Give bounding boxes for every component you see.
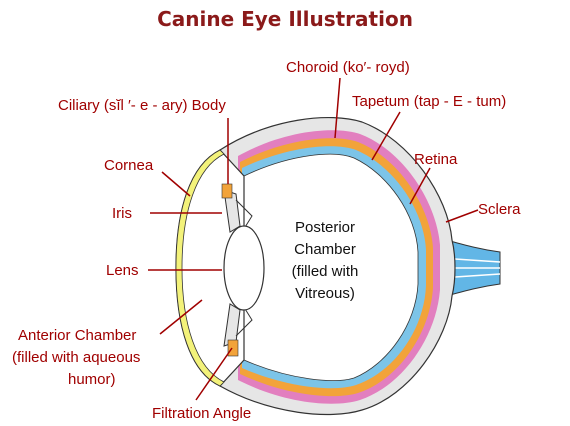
leader-cornea <box>162 172 190 196</box>
label-sclera: Sclera <box>478 201 521 218</box>
label-anterior-chamber-2: (filled with aqueous <box>12 349 140 366</box>
label-iris: Iris <box>112 205 132 222</box>
label-tapetum: Tapetum (tap - E - tum) <box>352 93 506 110</box>
label-ciliary-body: Ciliary (sĭl ′- e - ary) Body <box>58 97 226 114</box>
label-anterior-chamber-3: humor) <box>68 371 116 388</box>
label-cornea: Cornea <box>104 157 154 174</box>
label-retina: Retina <box>414 151 458 168</box>
label-filtration-angle: Filtration Angle <box>152 405 251 422</box>
filtration-angle-patch <box>228 340 238 356</box>
posterior-chamber-line3: (filled with <box>292 263 359 280</box>
posterior-chamber-line4: Vitreous) <box>295 285 355 302</box>
leader-sclera <box>446 210 478 222</box>
diagram-title: Canine Eye Illustration <box>157 7 413 31</box>
ciliary-body-upper <box>222 184 232 198</box>
label-anterior-chamber-1: Anterior Chamber <box>18 327 136 344</box>
posterior-chamber-line2: Chamber <box>294 241 356 258</box>
label-choroid: Choroid (ko′- royd) <box>286 59 410 76</box>
lens <box>224 226 264 310</box>
posterior-chamber-line1: Posterior <box>295 219 355 236</box>
label-lens: Lens <box>106 262 139 279</box>
